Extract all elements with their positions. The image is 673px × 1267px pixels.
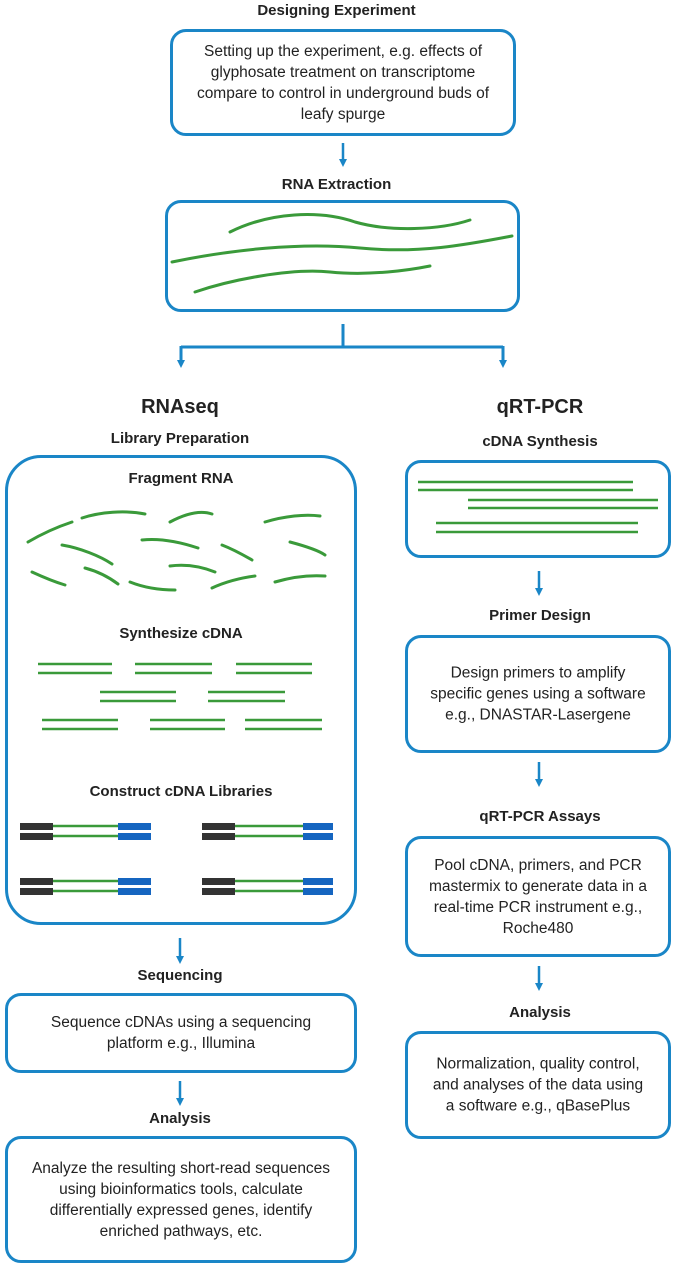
fragment-rna-heading: Fragment RNA <box>128 470 234 487</box>
cdna-synthesis-box <box>405 460 671 558</box>
cdna-libraries <box>20 823 333 895</box>
synthesized-cdna <box>38 662 322 731</box>
sequencing-text: Sequence cDNAs using a sequencing platfo… <box>50 1014 312 1052</box>
library-fragment-2 <box>202 823 333 840</box>
library-fragment-4 <box>202 878 333 895</box>
rnaseq-analysis-heading: Analysis <box>149 1110 211 1127</box>
rnaseq-title: RNAseq <box>141 396 219 418</box>
rna-extraction-box <box>165 200 520 312</box>
rnaseq-analysis-box: Analyze the resulting short-read sequenc… <box>5 1136 357 1263</box>
primer-design-text: Design primers to amplify specific genes… <box>430 664 646 724</box>
rnaseq-analysis-text: Analyze the resulting short-read sequenc… <box>31 1159 331 1240</box>
primer-design-heading: Primer Design <box>489 607 591 624</box>
designing-box: Setting up the experiment, e.g. effects … <box>170 29 516 136</box>
qrtpcr-analysis-heading: Analysis <box>509 1004 571 1021</box>
library-preparation-heading: Library Preparation <box>110 430 250 447</box>
designing-heading: Designing Experiment <box>257 2 416 19</box>
primer-design-box: Design primers to amplify specific genes… <box>405 635 671 753</box>
rna-extraction-heading: RNA Extraction <box>281 176 392 193</box>
fragment-rna-strands <box>26 510 327 592</box>
branch-connector <box>177 324 507 368</box>
assays-box: Pool cDNA, primers, and PCR mastermix to… <box>405 836 671 957</box>
qrtpcr-analysis-box: Normalization, quality control, and anal… <box>405 1031 671 1139</box>
library-preparation-box: Fragment RNA Synthesize cDNA Construct c… <box>5 455 357 925</box>
rna-extraction-strands <box>170 213 514 294</box>
designing-text: Setting up the experiment, e.g. effects … <box>196 42 490 123</box>
sequencing-heading: Sequencing <box>137 967 223 984</box>
construct-libraries-heading: Construct cDNA Libraries <box>89 783 273 800</box>
cdna-synthesis-heading: cDNA Synthesis <box>482 433 598 450</box>
sequencing-box: Sequence cDNAs using a sequencing platfo… <box>5 993 357 1073</box>
synthesize-cdna-heading: Synthesize cDNA <box>119 625 243 642</box>
assays-heading: qRT-PCR Assays <box>479 808 601 825</box>
library-fragment-1 <box>20 823 151 840</box>
qrtpcr-title: qRT-PCR <box>496 396 584 418</box>
qrtpcr-cdna-strands <box>418 480 658 534</box>
assays-text: Pool cDNA, primers, and PCR mastermix to… <box>429 856 647 937</box>
qrtpcr-analysis-text: Normalization, quality control, and anal… <box>432 1055 644 1115</box>
